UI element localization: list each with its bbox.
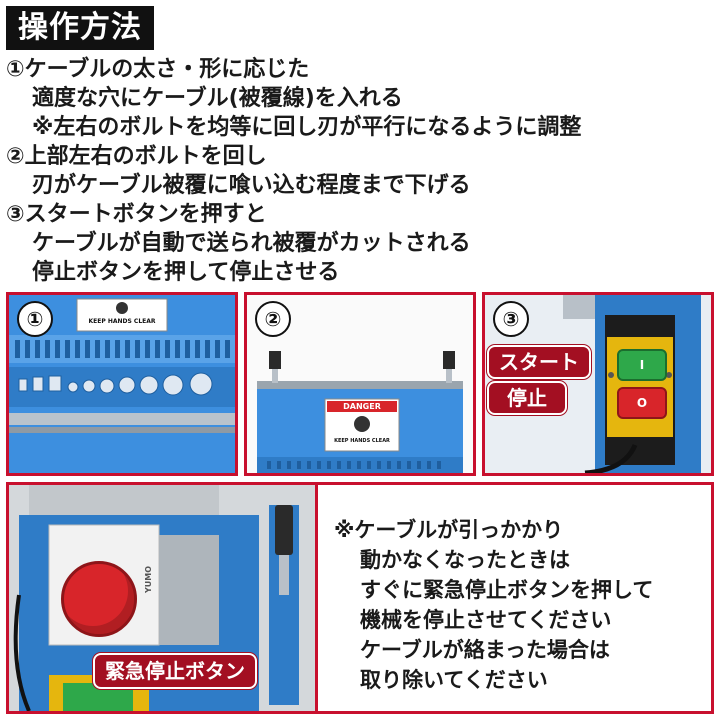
photo-panel-3: ③ I O スタート 停止 — [482, 292, 714, 476]
brand-label: YUMO — [144, 565, 154, 594]
machine-top-illustration — [247, 295, 473, 473]
step-number-3: ③ — [493, 301, 529, 337]
step-number-2: ② — [255, 301, 291, 337]
stop-button[interactable]: O — [617, 387, 667, 419]
photo-panel-2: ② DANGER KEEP HANDS CLEAR — [244, 292, 476, 476]
instruction-steps: ①ケーブルの太さ・形に応じた 適度な穴にケーブル(被覆線)を入れる ※左右のボル… — [6, 55, 714, 287]
note-line-3: すぐに緊急停止ボタンを押して — [360, 578, 654, 602]
step2-line2: 刃がケーブル被覆に喰い込む程度まで下げる — [32, 173, 471, 198]
danger-label: DANGER — [343, 402, 381, 411]
photo-panel-4: YUMO 緊急停止ボタン — [6, 482, 318, 714]
photo-panel-1: ① KEEP HANDS CLEAR — [6, 292, 238, 476]
keep-hands-clear-sign: KEEP HANDS CLEAR — [88, 318, 156, 325]
step3-line3: 停止ボタンを押して停止させる — [32, 260, 340, 285]
machine-front-illustration — [9, 295, 235, 473]
page-title: 操作方法 — [6, 6, 154, 50]
emergency-stop-button[interactable] — [61, 561, 137, 637]
keep-hands-clear-sign: KEEP HANDS CLEAR — [334, 438, 390, 444]
start-button[interactable]: I — [617, 349, 667, 381]
note-line-5: ケーブルが絡まった場合は — [360, 638, 610, 662]
step1-line3: ※左右のボルトを均等に回し刃が平行になるように調整 — [32, 115, 582, 140]
stop-symbol: O — [636, 396, 648, 410]
note-line-6: 取り除いてください — [360, 668, 548, 692]
step-number-1: ① — [17, 301, 53, 337]
step1-line2: 適度な穴にケーブル(被覆線)を入れる — [32, 86, 403, 111]
warning-note-panel: ※ケーブルが引っかかり 動かなくなったときは すぐに緊急停止ボタンを押して 機械… — [318, 482, 714, 714]
step1-line1: ①ケーブルの太さ・形に応じた — [6, 57, 310, 82]
note-line-4: 機械を停止させてください — [360, 608, 612, 632]
start-symbol: I — [639, 358, 645, 372]
note-line-2: 動かなくなったときは — [360, 548, 570, 572]
step2-line1: ②上部左右のボルトを回し — [6, 144, 267, 169]
warning-note: ※ケーブルが引っかかり 動かなくなったときは すぐに緊急停止ボタンを押して 機械… — [334, 515, 704, 695]
note-line-1: ※ケーブルが引っかかり — [334, 518, 564, 542]
start-label-badge: スタート — [487, 345, 591, 379]
stop-label-badge: 停止 — [487, 381, 567, 415]
step3-line2: ケーブルが自動で送られ被覆がカットされる — [32, 231, 471, 256]
emergency-stop-label-badge: 緊急停止ボタン — [93, 653, 257, 689]
step3-line1: ③スタートボタンを押すと — [6, 202, 267, 227]
